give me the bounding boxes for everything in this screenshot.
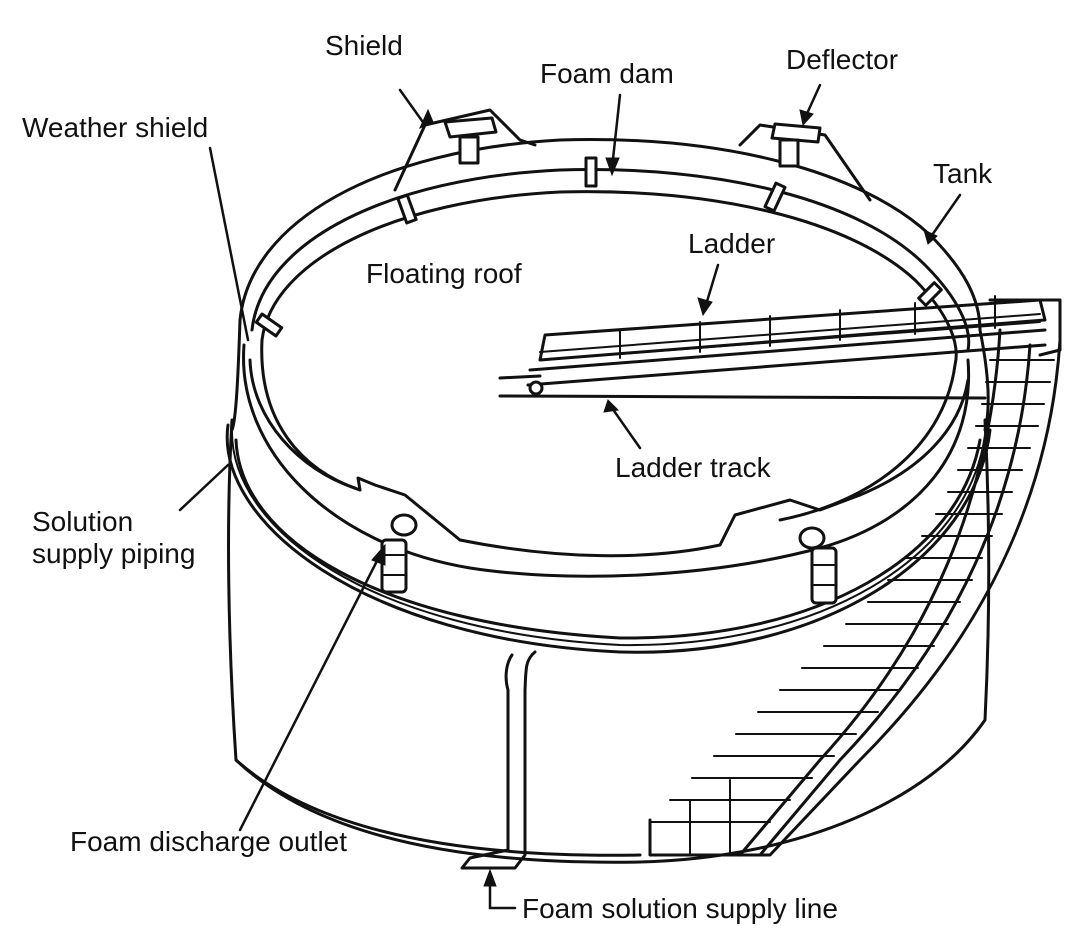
label-solution-supply-piping-2: supply piping bbox=[32, 538, 196, 569]
label-tank: Tank bbox=[933, 158, 993, 189]
label-ladder: Ladder bbox=[688, 228, 776, 259]
label-pointers bbox=[178, 83, 962, 910]
deflector-top-left bbox=[443, 116, 498, 165]
tank-upper-wall bbox=[230, 108, 990, 432]
label-solution-supply-piping-1: Solution bbox=[32, 506, 134, 537]
foam-dam-slots bbox=[254, 156, 943, 338]
deflector-top-right bbox=[770, 122, 822, 168]
solution-supply-ring bbox=[225, 423, 992, 654]
foam-solution-supply-line bbox=[460, 650, 537, 870]
label-foam-solution-supply-line: Foam solution supply line bbox=[522, 893, 838, 924]
floating-roof bbox=[248, 190, 970, 558]
foam-discharge-outlet-right bbox=[798, 526, 838, 605]
ladder-track bbox=[498, 374, 987, 400]
label-foam-discharge-outlet: Foam discharge outlet bbox=[70, 826, 348, 857]
foam-dam-ring bbox=[242, 168, 971, 578]
ladder bbox=[526, 295, 1047, 396]
exterior-stairway bbox=[648, 298, 1062, 857]
label-weather-shield: Weather shield bbox=[22, 112, 209, 143]
label-shield: Shield bbox=[325, 30, 403, 61]
label-deflector: Deflector bbox=[786, 44, 899, 75]
foam-discharge-outlet-left bbox=[380, 513, 418, 594]
label-foam-dam: Foam dam bbox=[540, 58, 674, 89]
label-ladder-track: Ladder track bbox=[615, 452, 771, 483]
label-floating-roof: Floating roof bbox=[366, 258, 522, 289]
tank-shell bbox=[227, 418, 991, 864]
